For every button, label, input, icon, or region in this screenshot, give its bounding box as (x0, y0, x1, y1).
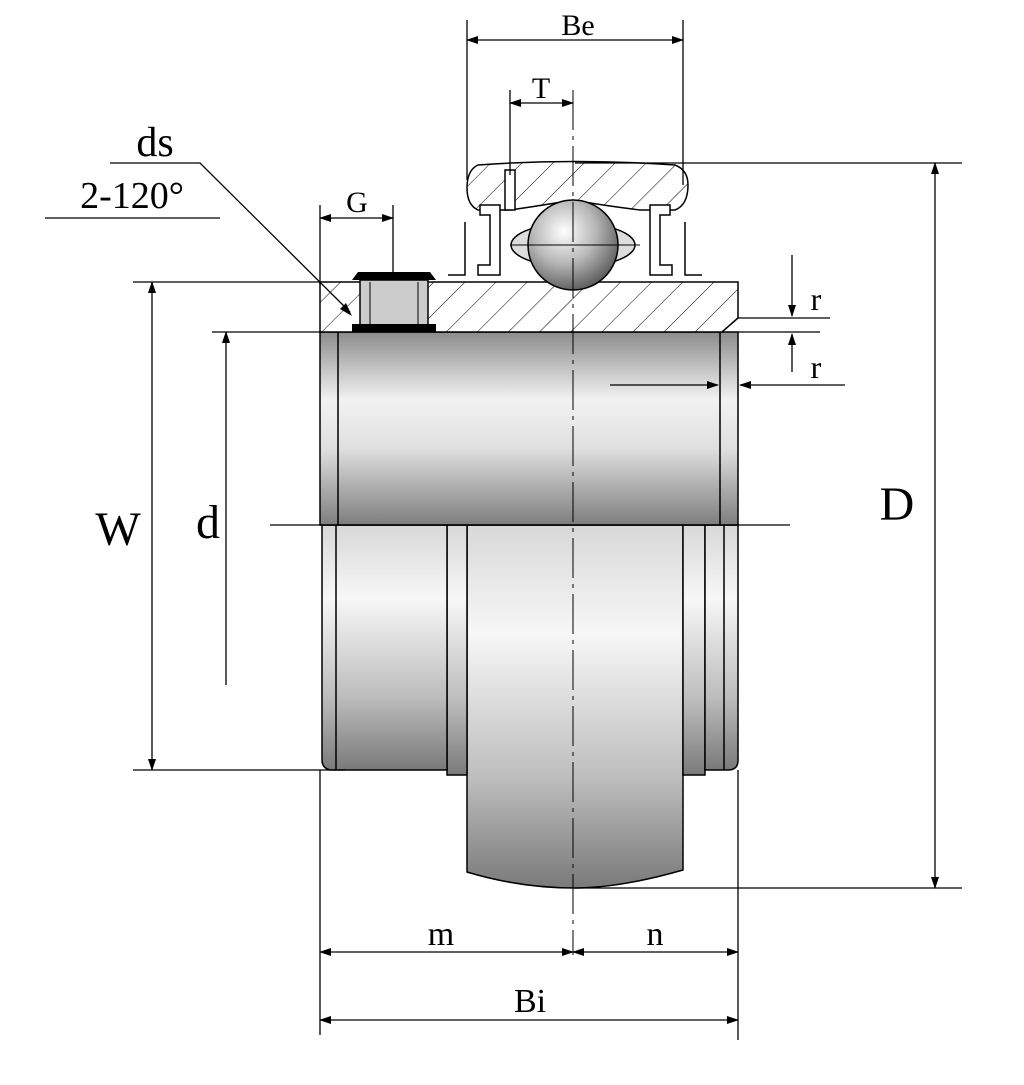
label-d: d (196, 496, 220, 549)
label-Bi: Bi (514, 983, 546, 1020)
label-D: D (880, 478, 915, 531)
housing-shoulder-right (682, 524, 706, 776)
label-ds-spec: 2-120° (80, 175, 184, 217)
inner-ring-lower-right (704, 524, 739, 771)
label-r-top: r (811, 281, 822, 317)
inner-ring-lower (321, 524, 448, 771)
outer-ring-body (466, 524, 684, 889)
label-ds: ds (136, 120, 173, 166)
label-G: G (346, 186, 368, 219)
label-T: T (532, 72, 550, 105)
label-n: n (647, 916, 664, 953)
label-W: W (95, 503, 141, 556)
label-r-side: r (811, 349, 822, 385)
label-Be: Be (561, 9, 594, 42)
housing-shoulder (446, 524, 468, 776)
label-m: m (428, 916, 454, 953)
set-screw (359, 279, 429, 326)
inner-ring-bore (319, 331, 739, 526)
